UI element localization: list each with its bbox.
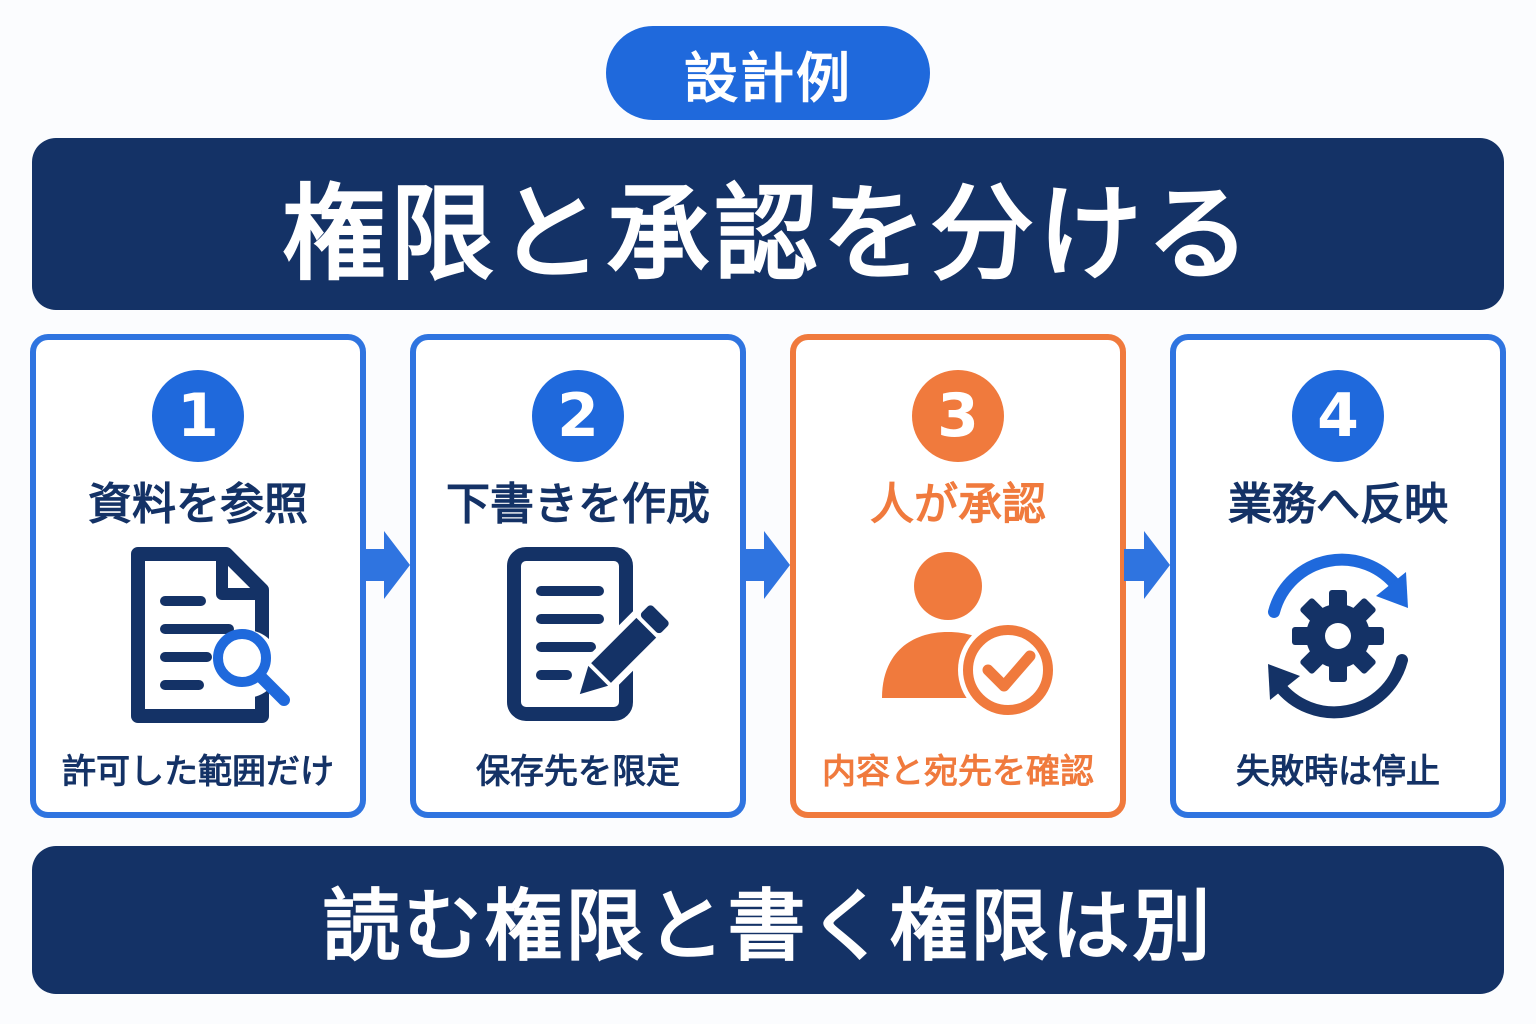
- step-card-2: 2 下書きを作成 保存先を限定: [410, 334, 746, 818]
- document-search-icon: [98, 546, 298, 726]
- flow-arrow-3: [1124, 527, 1172, 603]
- step-title-4: 業務へ反映: [1228, 479, 1448, 530]
- step-number-1: 1: [152, 370, 244, 462]
- step-card-4: 4 業務へ反映: [1170, 334, 1506, 818]
- step-card-3: 3 人が承認 内容と宛先を確認: [790, 334, 1126, 818]
- step-number-4: 4: [1292, 370, 1384, 462]
- page-title: 権限と承認を分ける: [32, 138, 1504, 310]
- person-check-icon: [858, 546, 1058, 726]
- gear-sync-icon: [1238, 546, 1438, 726]
- example-badge: 設計例: [606, 26, 930, 120]
- step-title-1: 資料を参照: [88, 479, 308, 530]
- flow-arrow-2: [744, 527, 792, 603]
- document-edit-icon: [478, 546, 678, 726]
- footer-message: 読む権限と書く権限は別: [32, 846, 1504, 994]
- step-number-3: 3: [912, 370, 1004, 462]
- step-note-2: 保存先を限定: [476, 752, 680, 792]
- flow-arrow-1: [364, 527, 412, 603]
- step-number-2: 2: [532, 370, 624, 462]
- step-note-1: 許可した範囲だけ: [62, 752, 334, 792]
- step-note-4: 失敗時は停止: [1236, 752, 1440, 792]
- step-title-2: 下書きを作成: [446, 479, 710, 530]
- step-title-3: 人が承認: [870, 479, 1046, 530]
- step-note-3: 内容と宛先を確認: [822, 752, 1094, 792]
- step-card-1: 1 資料を参照 許可した範囲だけ: [30, 334, 366, 818]
